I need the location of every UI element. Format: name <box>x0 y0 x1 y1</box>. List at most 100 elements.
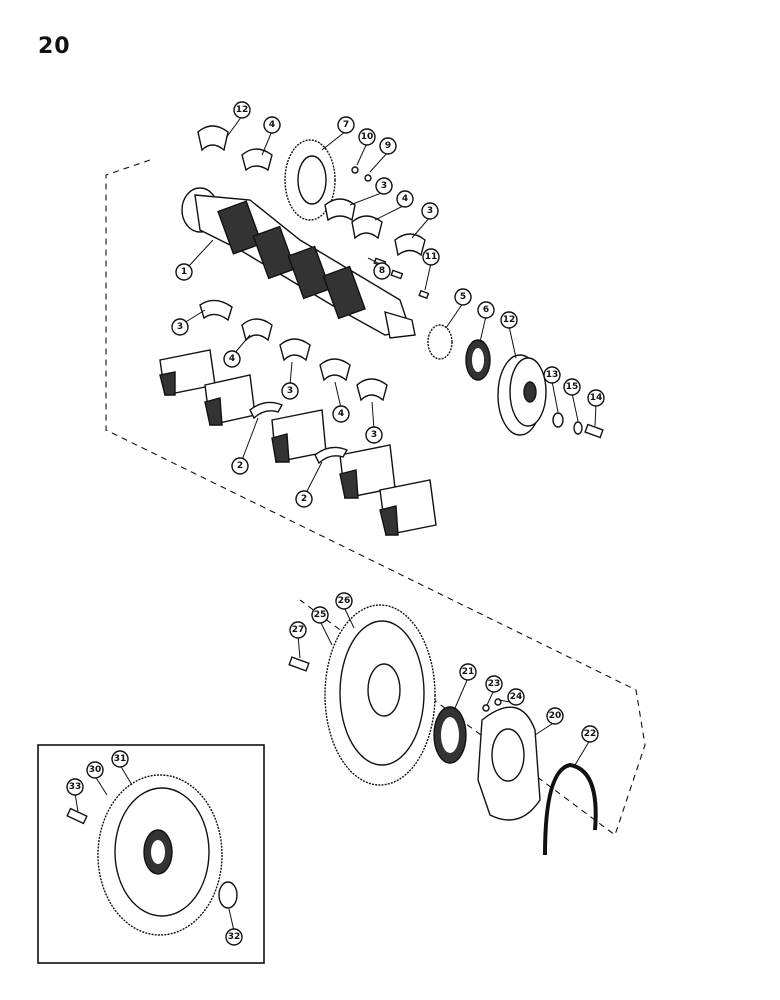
bearing-shell <box>279 338 311 362</box>
callout-24: 24 <box>507 688 525 706</box>
lock-washer <box>573 421 583 435</box>
svg-text:7: 7 <box>343 120 349 130</box>
svg-text:3: 3 <box>427 206 433 216</box>
svg-text:9: 9 <box>385 141 391 151</box>
callout-20: 20 <box>546 707 564 725</box>
svg-text:20: 20 <box>549 711 562 721</box>
svg-text:13: 13 <box>546 370 559 380</box>
svg-text:4: 4 <box>338 409 344 419</box>
callout-3: 12 <box>233 101 251 119</box>
callout-14: 14 <box>587 389 605 407</box>
callout-27: 27 <box>289 621 307 639</box>
inset-flywheel <box>97 774 223 936</box>
main-bearing-cap <box>379 479 437 536</box>
svg-text:22: 22 <box>584 729 597 739</box>
svg-text:27: 27 <box>292 625 305 635</box>
svg-text:31: 31 <box>114 754 127 764</box>
svg-text:3: 3 <box>381 181 387 191</box>
flywheel-bolt <box>288 656 310 672</box>
callout-12: 12 <box>500 311 518 329</box>
callout-15: 15 <box>563 378 581 396</box>
svg-text:21: 21 <box>462 667 475 677</box>
main-bearing-cap <box>339 444 396 499</box>
svg-text:23: 23 <box>488 679 501 689</box>
callout-3: 3 <box>365 426 383 444</box>
bearing-shell <box>241 148 273 172</box>
crankshaft-gear <box>284 139 336 221</box>
callout-9: 9 <box>379 137 397 155</box>
svg-text:11: 11 <box>425 252 438 262</box>
bearing-shell <box>241 318 273 342</box>
svg-text:30: 30 <box>89 765 102 775</box>
callout-13: 13 <box>543 366 561 384</box>
thrust-washer <box>314 446 349 465</box>
callout-4: 4 <box>332 405 350 423</box>
main-bearing-cap <box>271 409 327 463</box>
callout-32: 32 <box>225 928 243 946</box>
callout-5: 5 <box>454 288 472 306</box>
callout-3: 3 <box>281 382 299 400</box>
callout-21: 21 <box>459 663 477 681</box>
callout-22: 22 <box>581 725 599 743</box>
pulley <box>497 354 547 436</box>
callout-3: 3 <box>375 177 393 195</box>
bearing-shell <box>351 215 383 240</box>
pulley-bolt <box>584 423 604 439</box>
svg-text:10: 10 <box>361 132 374 142</box>
inset-frame <box>37 744 265 964</box>
svg-text:3: 3 <box>371 430 377 440</box>
svg-text:24: 24 <box>510 692 523 702</box>
timing-gear <box>427 324 453 360</box>
page-number: 20 <box>38 34 71 59</box>
callout-33: 33 <box>66 778 84 796</box>
callout-11: 11 <box>422 248 440 266</box>
pin <box>364 174 372 182</box>
seal-retainer-opening <box>491 728 525 782</box>
svg-text:8: 8 <box>379 266 385 276</box>
key <box>418 289 430 300</box>
callout-4: 4 <box>396 190 414 208</box>
washer <box>552 412 564 428</box>
svg-text:6: 6 <box>483 305 489 315</box>
svg-text:12: 12 <box>503 315 516 325</box>
callout-7: 7 <box>337 116 355 134</box>
crankshaft <box>181 187 416 339</box>
rear-seal-inner <box>441 717 459 753</box>
svg-text:4: 4 <box>269 120 275 130</box>
screw <box>482 704 490 712</box>
svg-text:3: 3 <box>177 322 183 332</box>
svg-text:4: 4 <box>402 194 408 204</box>
flywheel <box>324 604 436 786</box>
callout-23: 23 <box>485 675 503 693</box>
key <box>390 269 404 280</box>
front-seal-inner <box>472 348 484 372</box>
callout-10: 10 <box>358 128 376 146</box>
bearing-shell <box>197 125 229 152</box>
svg-text:2: 2 <box>237 461 243 471</box>
callout-30: 30 <box>86 761 104 779</box>
main-bearing-cap <box>204 374 256 426</box>
svg-text:1: 1 <box>181 267 187 277</box>
callout-6: 6 <box>477 301 495 319</box>
svg-text:33: 33 <box>69 782 82 792</box>
inset-bolt <box>66 807 88 825</box>
bearing-shell <box>199 299 233 322</box>
callout-4: 4 <box>263 116 281 134</box>
bearing-shell <box>324 198 356 222</box>
inset-ring <box>218 881 238 909</box>
svg-text:12: 12 <box>236 105 249 115</box>
callout-2: 2 <box>295 490 313 508</box>
callout-3: 3 <box>421 202 439 220</box>
bearing-shell <box>319 358 351 382</box>
dowel <box>351 166 359 174</box>
svg-text:15: 15 <box>566 382 579 392</box>
callout-25: 25 <box>311 606 329 624</box>
svg-text:25: 25 <box>314 610 327 620</box>
svg-text:32: 32 <box>228 932 241 942</box>
svg-text:14: 14 <box>590 393 603 403</box>
callout-31: 31 <box>111 750 129 768</box>
callout-4: 4 <box>223 350 241 368</box>
svg-text:4: 4 <box>229 354 235 364</box>
thrust-washer <box>249 401 284 420</box>
